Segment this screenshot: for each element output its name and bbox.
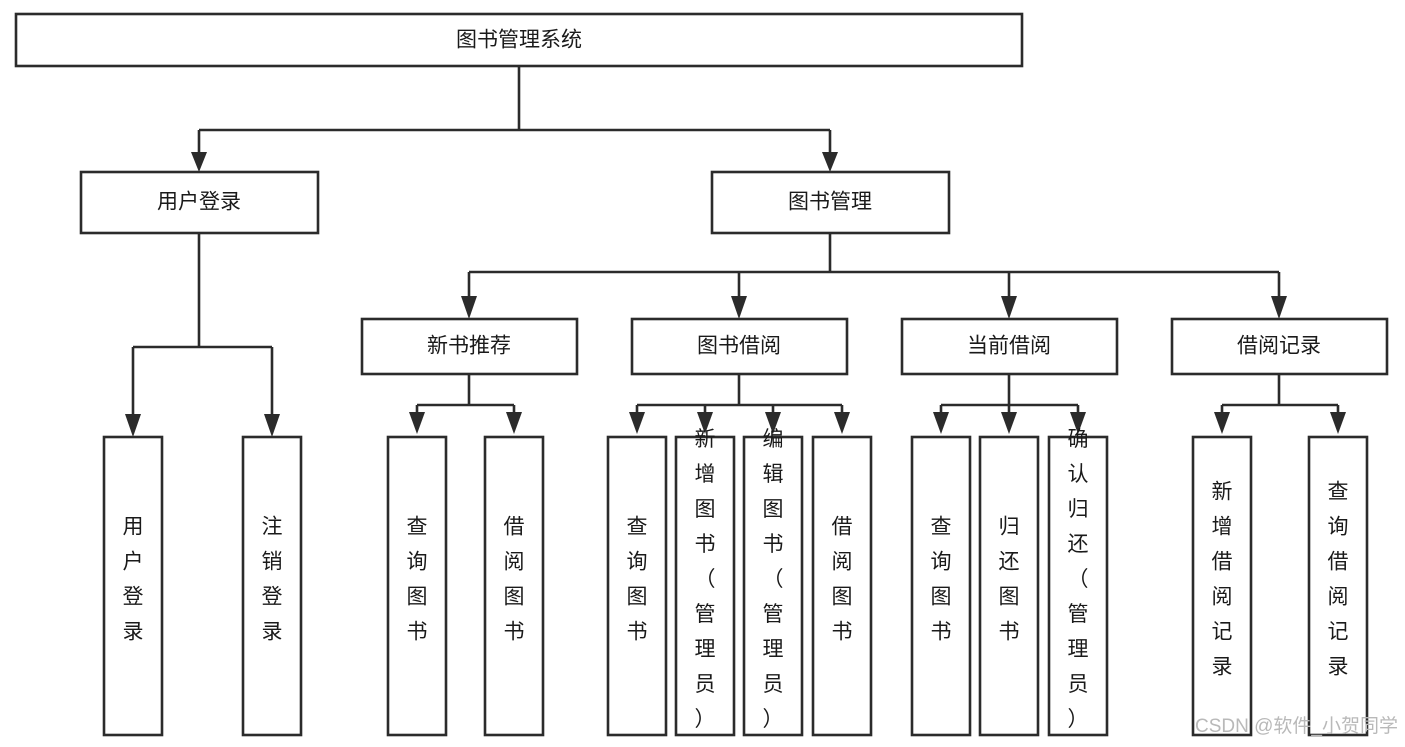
arrow-head-borrow-leaf-2 <box>697 412 713 434</box>
node-book-borrow-box[interactable] <box>630 317 849 376</box>
node-leaf-query-record-label: 查询借阅记录 <box>1328 481 1349 679</box>
node-leaf-user-login[interactable]: 用户登录 <box>102 435 164 737</box>
node-current-borrow-label: 当前借阅 <box>967 335 1051 358</box>
node-root-label: 图书管理系统 <box>456 29 582 52</box>
arrow-head-borrow-leaf-4 <box>834 412 850 434</box>
node-leaf-add-book-label: 新增图书（管理员） <box>695 428 716 731</box>
node-borrow-record[interactable]: 借阅记录 <box>1170 317 1389 376</box>
node-book-borrow-label: 图书借阅 <box>697 335 781 358</box>
arrow-head-current-leaf-2 <box>1001 412 1017 434</box>
node-leaf-confirm-return-box[interactable] <box>1047 435 1109 737</box>
arrow-head-borrow-leaf-3 <box>765 412 781 434</box>
arrow-head-recommend-leaf-2 <box>506 412 522 434</box>
arrow-head-userlogin-leaf-2 <box>264 414 280 437</box>
node-leaf-add-record-label: 新增借阅记录 <box>1212 481 1233 679</box>
node-leaf-edit-book[interactable]: 编辑图书（管理员） <box>742 428 804 737</box>
node-leaf-query-book-1[interactable]: 查询图书 <box>386 435 448 737</box>
arrow-head-root-to-userlogin <box>191 152 207 172</box>
node-book-manage-box[interactable] <box>710 170 951 235</box>
node-leaf-query-record-box[interactable] <box>1307 435 1369 737</box>
node-leaf-user-logout-label: 注销登录 <box>262 516 283 644</box>
node-book-manage[interactable]: 图书管理 <box>710 170 951 235</box>
node-leaf-query-book-3-label: 查询图书 <box>931 516 952 644</box>
node-current-borrow-box[interactable] <box>900 317 1119 376</box>
node-leaf-user-logout[interactable]: 注销登录 <box>241 435 303 737</box>
node-current-borrow[interactable]: 当前借阅 <box>900 317 1119 376</box>
arrow-head-bookmanage-to-recommend <box>461 296 477 319</box>
node-leaf-query-record[interactable]: 查询借阅记录 <box>1307 435 1369 737</box>
arrow-head-userlogin-leaf-1 <box>125 414 141 437</box>
node-leaf-edit-book-box[interactable] <box>742 435 804 737</box>
node-root[interactable]: 图书管理系统 <box>14 12 1024 68</box>
arrow-head-recommend-leaf-1 <box>409 412 425 434</box>
connector-layer <box>125 66 1346 437</box>
node-leaf-query-book-3-box[interactable] <box>910 435 972 737</box>
node-leaf-add-record-box[interactable] <box>1191 435 1253 737</box>
node-leaf-edit-book-label: 编辑图书（管理员） <box>763 428 784 731</box>
node-user-login-label: 用户登录 <box>157 191 241 214</box>
node-leaf-user-logout-box[interactable] <box>241 435 303 737</box>
node-leaf-borrow-book-1[interactable]: 借阅图书 <box>483 435 545 737</box>
node-borrow-record-label: 借阅记录 <box>1237 335 1321 358</box>
node-leaf-query-book-1-box[interactable] <box>386 435 448 737</box>
node-leaf-query-book-1-label: 查询图书 <box>407 516 428 644</box>
node-user-login-box[interactable] <box>79 170 320 235</box>
arrow-head-bookmanage-to-borrow <box>731 296 747 319</box>
watermark-label: CSDN @软件_小贺同学 <box>1195 715 1398 737</box>
node-leaf-borrow-book-1-box[interactable] <box>483 435 545 737</box>
arrow-head-current-leaf-1 <box>933 412 949 434</box>
node-leaf-return-book-label: 归还图书 <box>999 516 1020 644</box>
node-user-login[interactable]: 用户登录 <box>79 170 320 235</box>
arrow-head-bookmanage-to-current <box>1001 296 1017 319</box>
arrow-head-borrow-leaf-1 <box>629 412 645 434</box>
node-leaf-borrow-book-2-label: 借阅图书 <box>832 516 853 644</box>
node-leaf-add-record[interactable]: 新增借阅记录 <box>1191 435 1253 737</box>
node-book-manage-label: 图书管理 <box>788 191 872 214</box>
node-leaf-query-book-2-label: 查询图书 <box>627 516 648 644</box>
node-leaf-borrow-book-1-label: 借阅图书 <box>504 516 525 644</box>
node-borrow-record-box[interactable] <box>1170 317 1389 376</box>
arrow-head-current-leaf-3 <box>1070 412 1086 434</box>
arrow-head-record-leaf-2 <box>1330 412 1346 434</box>
node-book-borrow[interactable]: 图书借阅 <box>630 317 849 376</box>
node-leaf-query-book-3[interactable]: 查询图书 <box>910 435 972 737</box>
node-leaf-user-login-label: 用户登录 <box>123 516 144 644</box>
node-leaf-add-book[interactable]: 新增图书（管理员） <box>674 428 736 737</box>
node-leaf-borrow-book-2[interactable]: 借阅图书 <box>811 435 873 737</box>
node-leaf-add-book-box[interactable] <box>674 435 736 737</box>
node-new-book-recommend-box[interactable] <box>360 317 579 376</box>
node-leaf-query-book-2[interactable]: 查询图书 <box>606 435 668 737</box>
node-leaf-query-book-2-box[interactable] <box>606 435 668 737</box>
node-leaf-return-book-box[interactable] <box>978 435 1040 737</box>
arrow-head-root-to-bookmanage <box>822 152 838 172</box>
arrow-head-bookmanage-to-record <box>1271 296 1287 319</box>
node-root-box[interactable] <box>14 12 1024 68</box>
node-leaf-borrow-book-2-box[interactable] <box>811 435 873 737</box>
node-leaf-confirm-return[interactable]: 确认归还（管理员） <box>1047 428 1109 737</box>
node-leaf-return-book[interactable]: 归还图书 <box>978 435 1040 737</box>
node-leaf-confirm-return-label: 确认归还（管理员） <box>1068 428 1089 731</box>
arrow-head-record-leaf-1 <box>1214 412 1230 434</box>
node-new-book-recommend-label: 新书推荐 <box>427 335 511 358</box>
node-leaf-user-login-box[interactable] <box>102 435 164 737</box>
node-new-book-recommend[interactable]: 新书推荐 <box>360 317 579 376</box>
